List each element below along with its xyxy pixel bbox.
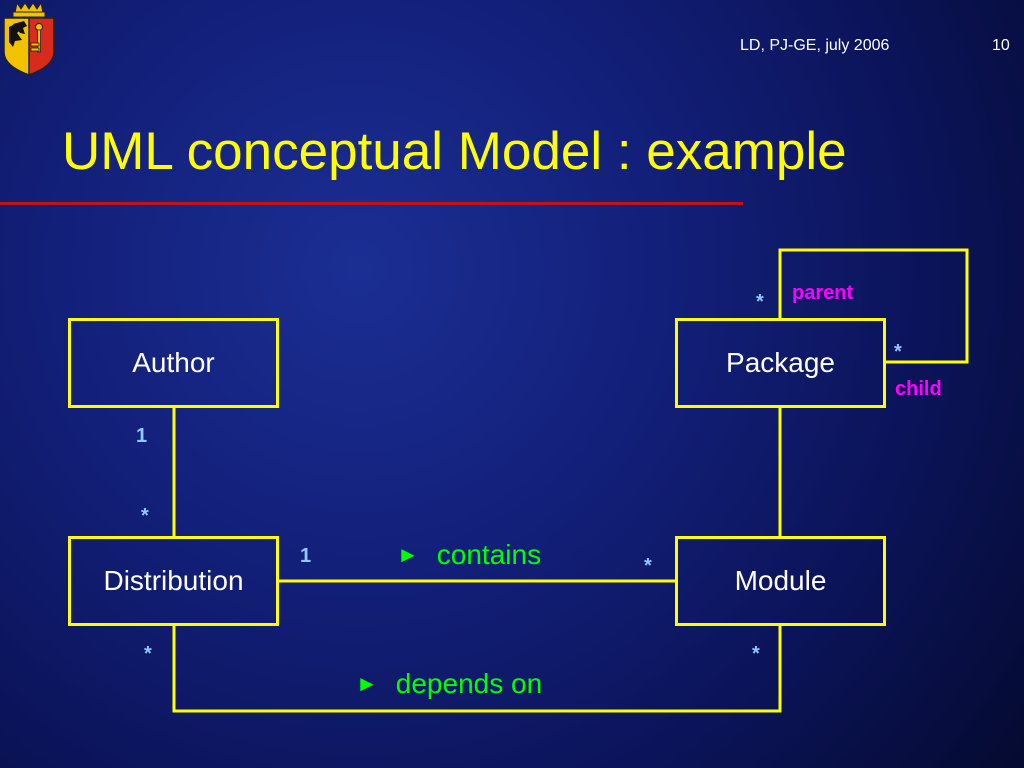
module-class-label: Module (734, 565, 827, 596)
author-class-box: Author (68, 318, 279, 408)
distribution-multiplicity: * (141, 505, 149, 527)
package-self-association-line (778, 248, 969, 364)
contains-module-multiplicity: * (644, 555, 652, 577)
contains-distribution-multiplicity: 1 (300, 545, 312, 567)
contains-association-label: ► contains (397, 541, 541, 569)
distribution-class-box: Distribution (68, 536, 279, 626)
depends-on-arrow-icon: ► (356, 671, 378, 696)
author-multiplicity: 1 (136, 425, 148, 447)
title-divider (0, 202, 743, 205)
package-class-box: Package (675, 318, 886, 408)
depends-on-association-label: ► depends on (356, 670, 542, 698)
header-credit: LD, PJ-GE, july 2006 (740, 37, 890, 54)
slide-title: UML conceptual Model : example (62, 122, 847, 181)
depends-on-association-line (172, 626, 782, 713)
module-class-box: Module (675, 536, 886, 626)
contains-label-text: contains (436, 539, 542, 570)
distribution-class-label: Distribution (103, 565, 244, 596)
package-class-label: Package (726, 347, 835, 378)
package-child-multiplicity: * (894, 341, 902, 363)
contains-arrow-icon: ► (397, 542, 419, 567)
depends-on-module-multiplicity: * (752, 643, 760, 665)
page-number: 10 (992, 37, 1010, 54)
parent-role-label: parent (792, 282, 854, 304)
geneva-coat-of-arms-icon (0, 0, 58, 78)
child-role-label: child (895, 378, 942, 400)
depends-on-distribution-multiplicity: * (144, 643, 152, 665)
package-parent-multiplicity: * (756, 291, 764, 313)
depends-on-label-text: depends on (395, 668, 543, 699)
author-class-label: Author (132, 347, 215, 378)
